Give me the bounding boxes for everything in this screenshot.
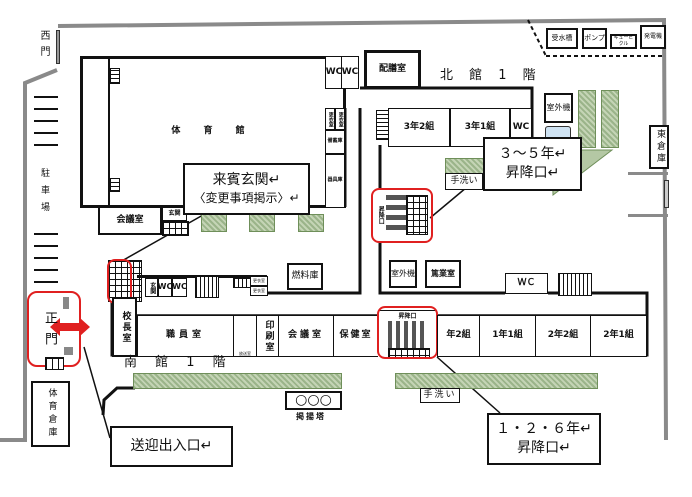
flagpole-base: ○○○ xyxy=(285,391,342,410)
west-gate-label: 西門 xyxy=(38,30,49,62)
east-gate xyxy=(664,180,669,208)
fuel-storage: 燃料庫 xyxy=(287,263,323,290)
planter-strip xyxy=(133,373,342,389)
gate-rail xyxy=(45,357,64,370)
gym-wc-2: WC xyxy=(341,56,359,89)
south-wc-1: WC xyxy=(158,278,172,297)
callout-text: 昇降口↵ xyxy=(517,440,571,456)
planter-strip xyxy=(395,373,598,389)
room-1-1: 1年1組 xyxy=(479,315,536,357)
planter xyxy=(578,90,596,148)
gym-meeting-room: 会議室 xyxy=(98,206,162,235)
gym-stockpile-storage: 備蓄庫 xyxy=(325,130,345,154)
planter xyxy=(201,214,227,232)
callout-grade-3-5-entrance: ３～５年↵ 昇降口↵ xyxy=(483,137,582,191)
north-stair-entrance-label: 昇降口 xyxy=(374,195,386,235)
shoe-lockers xyxy=(386,195,408,233)
callout-text: 送迎出入口↵ xyxy=(130,438,213,455)
callout-pickup-entrance: 送迎出入口↵ xyxy=(110,426,233,467)
callout-text: 〈変更事項掲示〉↵ xyxy=(193,191,300,206)
gym-equipment-storage: 器具庫 xyxy=(325,154,345,208)
main-gate-label: 正門 xyxy=(42,311,57,353)
shoe-lockers xyxy=(388,321,428,348)
east-storage: 東倉庫 xyxy=(649,125,669,169)
highlight-grade-1-2-6-entrance xyxy=(377,306,438,359)
north-sink: 手洗い xyxy=(445,173,483,190)
outdoor-unit-south: 室外機 xyxy=(389,260,417,288)
callout-text: １・２・６年↵ xyxy=(496,421,592,438)
parking-lines xyxy=(34,96,58,151)
west-gate xyxy=(56,30,60,64)
north-building-title: 北 館 1 階 xyxy=(440,68,542,83)
planter xyxy=(249,214,275,232)
callout-text: ３～５年↵ xyxy=(498,146,567,163)
callout-text: 昇降口↵ xyxy=(505,165,560,181)
utility-dashed-line xyxy=(527,19,547,57)
pickup-route-line xyxy=(101,386,135,416)
gym-locker-2: 更衣室 xyxy=(335,108,345,130)
planter xyxy=(601,90,619,148)
serving-room: 配膳室 xyxy=(364,50,421,89)
gym-stairs xyxy=(110,68,120,84)
south-meeting-room: 会議室 xyxy=(278,315,334,357)
print-room: 印刷室 xyxy=(256,315,279,357)
generator: 発電機 xyxy=(640,25,666,49)
flagpole-label: 掲揚塔 xyxy=(296,412,326,421)
broadcast-room: 放送室 xyxy=(233,315,257,357)
gym-stairs-lower xyxy=(110,178,120,192)
room-x-2: 年2組 xyxy=(437,315,480,357)
south-wc-east: ＷＣ xyxy=(505,273,548,294)
south-wc-2: WC xyxy=(172,278,187,297)
south-building-title: 南 館 1 階 xyxy=(124,355,233,370)
south-entrance: 玄関 xyxy=(145,278,158,297)
gym-entrance-grid xyxy=(162,221,189,236)
callout-guest-entrance: 来賓玄関↵ 〈変更事項掲示〉↵ xyxy=(183,163,310,215)
planter xyxy=(298,214,324,232)
south-stair-entrance: 昇降口 xyxy=(378,310,437,358)
room-2-2: 2年2組 xyxy=(535,315,591,357)
gate-post xyxy=(63,297,69,309)
parking-lines-lower xyxy=(34,233,58,283)
outdoor-unit-north: 室外機 xyxy=(544,93,573,123)
guest-entrance-grid xyxy=(108,260,142,302)
fence xyxy=(0,17,668,442)
south-locker-2: 更衣室 xyxy=(250,286,268,296)
room-3-2: 3年2組 xyxy=(388,108,450,147)
south-stairs xyxy=(195,276,219,298)
study-room: 篤業室 xyxy=(425,260,461,288)
south-sink: 手洗い xyxy=(420,388,460,403)
gym-locker-1: 更衣室 xyxy=(325,108,335,130)
pump: ポンプ xyxy=(582,28,607,49)
water-receiving-tank: 受水槽 xyxy=(546,28,578,49)
gymnasium-label: 体 育 館 xyxy=(171,126,255,137)
east-gate-rail xyxy=(628,214,668,217)
highlight-grade-3-5-entrance xyxy=(371,188,433,243)
east-gate-rail xyxy=(628,172,668,175)
gym-stage-line xyxy=(108,56,110,206)
south-locker-1: 更衣室 xyxy=(250,276,268,286)
parking-label: 駐車場 xyxy=(39,168,49,219)
callout-text: 来賓玄関↵ xyxy=(212,172,281,189)
north-stair-entrance-grid xyxy=(406,195,428,235)
nurse-office: 保健室 xyxy=(333,315,379,357)
east-stairs xyxy=(558,273,592,296)
gate-post xyxy=(64,347,73,355)
sports-storage: 体育倉庫 xyxy=(31,381,70,447)
south-stair-entrance-label: 昇降口 xyxy=(398,313,417,320)
room-2-1: 2年1組 xyxy=(590,315,647,357)
callout-grade-1-2-6-entrance: １・２・６年↵ 昇降口↵ xyxy=(487,413,601,465)
cubicle: キュービクル xyxy=(610,34,637,49)
staff-room: 職員室 xyxy=(137,315,234,357)
principal-office: 校長室 xyxy=(112,297,137,357)
